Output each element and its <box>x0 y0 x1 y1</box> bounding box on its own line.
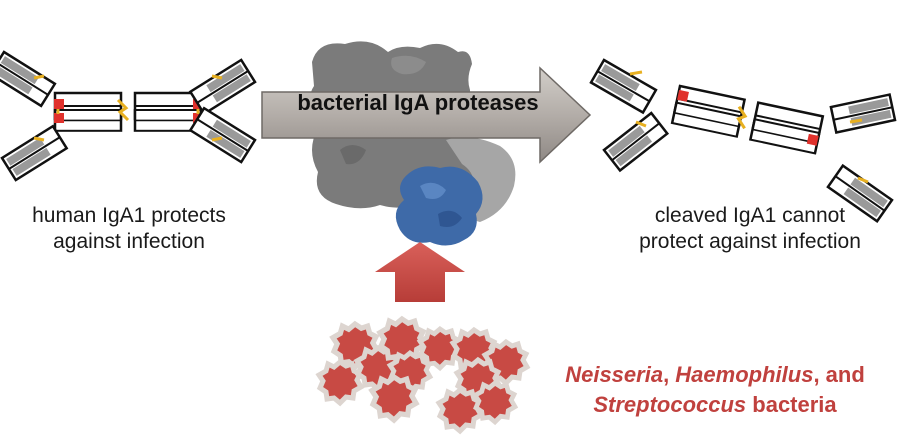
bacteria-label-suffix: bacteria <box>746 392 837 417</box>
red-up-arrow-icon <box>375 242 465 302</box>
bacteria-label-line2: Streptococcus bacteria <box>520 390 900 420</box>
bacteria-label: Neisseria, Haemophilus, and Streptococcu… <box>520 360 900 420</box>
bacteria-label-line1: Neisseria, Haemophilus, and <box>520 360 900 390</box>
protease-arrow-label: bacterial IgA proteases <box>297 90 539 115</box>
cleaved-iga1-caption: cleaved IgA1 cannot protect against infe… <box>600 203 900 255</box>
bacteria-label-sep1: , <box>663 362 676 387</box>
cleaved-caption-line2: protect against infection <box>639 230 861 253</box>
bacteria-cluster-icon <box>319 319 527 431</box>
bacteria-label-sep2: , and <box>813 362 865 387</box>
genus-haemophilus: Haemophilus <box>675 362 814 387</box>
genus-neisseria: Neisseria <box>565 362 664 387</box>
intact-caption-line2: against infection <box>53 230 205 253</box>
intact-caption-line1: human IgA1 protects <box>32 204 226 227</box>
genus-streptococcus: Streptococcus <box>593 392 747 417</box>
intact-iga1-caption: human IgA1 protects against infection <box>0 203 258 255</box>
intact-iga1-icon <box>0 50 257 182</box>
cleaved-iga1-icon <box>589 58 897 223</box>
cleaved-caption-line1: cleaved IgA1 cannot <box>654 204 846 227</box>
protease-structure-icon <box>309 41 516 246</box>
protease-arrow-icon <box>261 66 592 164</box>
